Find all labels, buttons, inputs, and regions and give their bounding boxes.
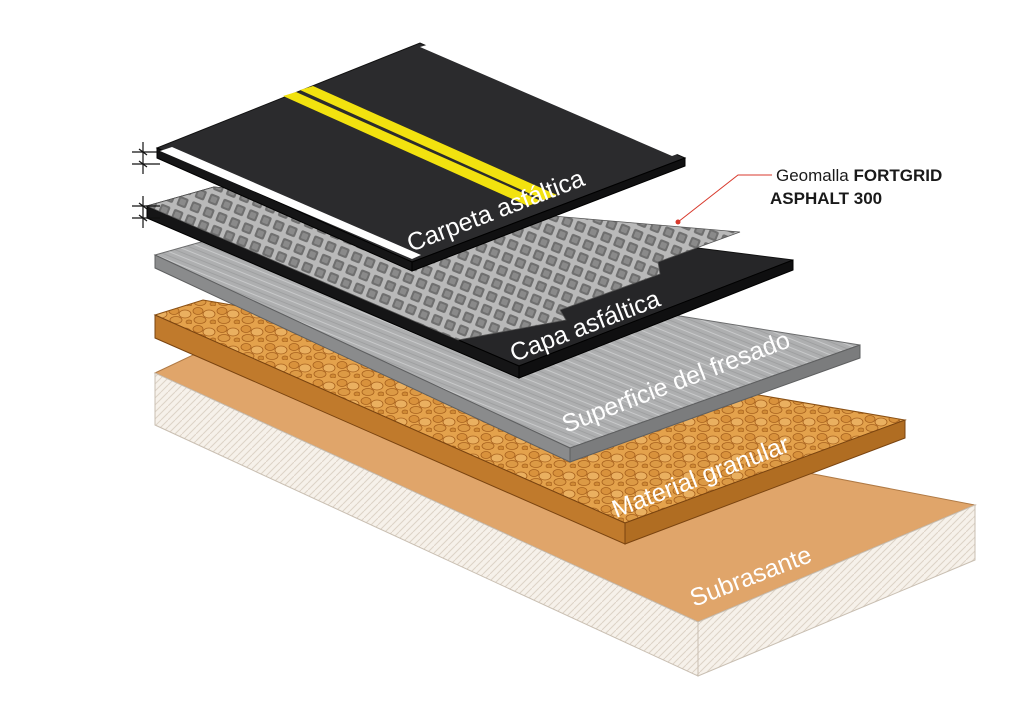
callout-product: ASPHALT 300 (770, 189, 882, 208)
callout-leader-dot (675, 219, 681, 225)
edge-line-right (420, 43, 683, 156)
thickness-marker-carpeta (132, 142, 160, 174)
center-line-2 (300, 86, 557, 200)
callout-brand: FORTGRID (854, 166, 943, 185)
granular-side-face (624, 419, 906, 545)
layer-carpeta (155, 42, 687, 272)
fresado-side-face (569, 344, 861, 463)
callout-label: Geomalla FORTGRID (776, 166, 942, 185)
center-line-1 (283, 92, 541, 206)
capa-side-face (518, 259, 794, 379)
callout-leader-line (677, 174, 772, 223)
callout-prefix: Geomalla (776, 166, 849, 185)
carpeta-side-face (411, 157, 686, 272)
thickness-marker-capa (132, 196, 160, 228)
subrasante-side-face (697, 504, 976, 677)
layer-capa-asfaltica (145, 186, 794, 379)
edge-line-left (160, 147, 421, 259)
